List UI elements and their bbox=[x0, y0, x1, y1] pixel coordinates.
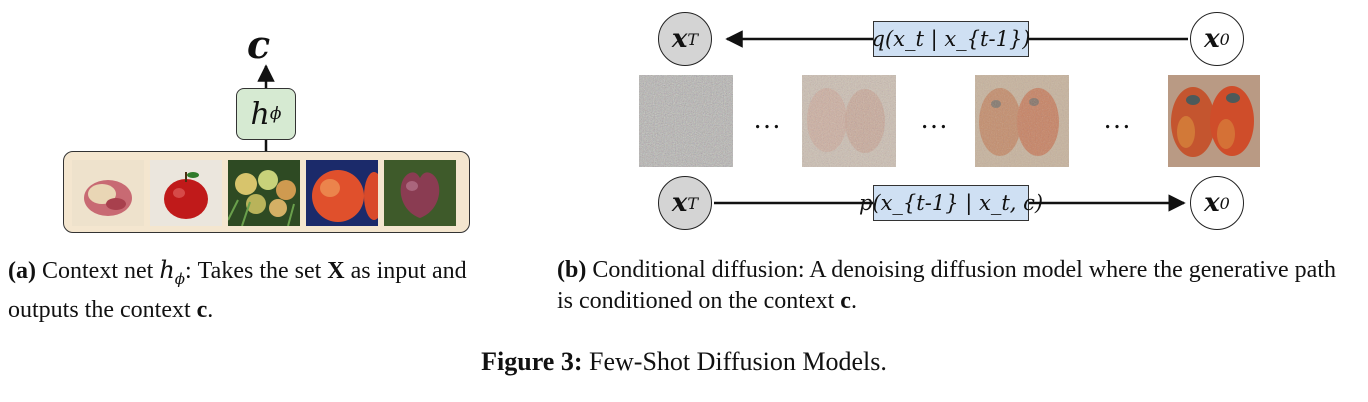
caption-a-context-symbol: c bbox=[196, 296, 208, 323]
caption-a-tag: (a) bbox=[8, 258, 36, 284]
noisy-image-2 bbox=[802, 75, 896, 167]
caption-b-text-1: Conditional diffusion: A denoising diffu… bbox=[557, 257, 1337, 314]
caption-b-tag: (b) bbox=[557, 257, 587, 283]
ellipsis-2: … bbox=[920, 104, 949, 135]
reverse-process-label: p(x_{t-1} | x_t, c) bbox=[859, 185, 1043, 221]
clean-image bbox=[1168, 75, 1260, 167]
apple-image-2 bbox=[150, 160, 222, 226]
forward-process-label: q(x_t | x_{t-1}) bbox=[872, 21, 1031, 57]
context-symbol: c bbox=[247, 22, 271, 67]
ellipsis-3: … bbox=[1103, 104, 1132, 135]
apple-image-1 bbox=[72, 160, 144, 226]
noisy-image-1 bbox=[639, 75, 733, 167]
node-subscript: 0 bbox=[1219, 29, 1230, 49]
caption-a-text-4: as input and outputs the context bbox=[8, 258, 467, 323]
caption-b-text-3: . bbox=[850, 288, 857, 314]
context-net-symbol: h bbox=[250, 96, 270, 132]
node-symbol: x bbox=[671, 24, 688, 54]
figure-caption: Figure 3: Few-Shot Diffusion Models. bbox=[0, 347, 1368, 377]
noisy-image-3 bbox=[975, 75, 1069, 167]
figure-caption-tag: Figure 3: bbox=[481, 347, 583, 376]
apple-image-5 bbox=[384, 160, 456, 226]
context-net-subscript: ϕ bbox=[269, 104, 282, 124]
caption-a-text-1: Context net bbox=[41, 258, 160, 284]
context-set-box bbox=[63, 151, 470, 233]
caption-a-text-2: : Takes the set bbox=[185, 258, 328, 284]
caption-b: (b) Conditional diffusion: A denoising d… bbox=[557, 255, 1357, 317]
node-subscript: T bbox=[687, 193, 699, 213]
caption-a: (a) Context net hϕ: Takes the set X as i… bbox=[8, 255, 528, 326]
caption-a-net-subscript: ϕ bbox=[174, 269, 186, 288]
apple-image-4 bbox=[306, 160, 378, 226]
caption-a-set-symbol: X bbox=[327, 258, 345, 284]
caption-a-text-6: . bbox=[207, 296, 214, 323]
node-symbol: x bbox=[1204, 188, 1220, 218]
caption-a-net-symbol: h bbox=[159, 256, 175, 284]
figure-caption-text: Few-Shot Diffusion Models. bbox=[582, 347, 887, 376]
node-symbol: x bbox=[671, 188, 688, 218]
node-subscript: T bbox=[687, 29, 699, 49]
apple-image-3 bbox=[228, 160, 300, 226]
caption-b-context-symbol: c bbox=[840, 288, 851, 314]
node-subscript: 0 bbox=[1219, 193, 1230, 213]
node-symbol: x bbox=[1204, 24, 1220, 54]
ellipsis-1: … bbox=[753, 104, 782, 135]
